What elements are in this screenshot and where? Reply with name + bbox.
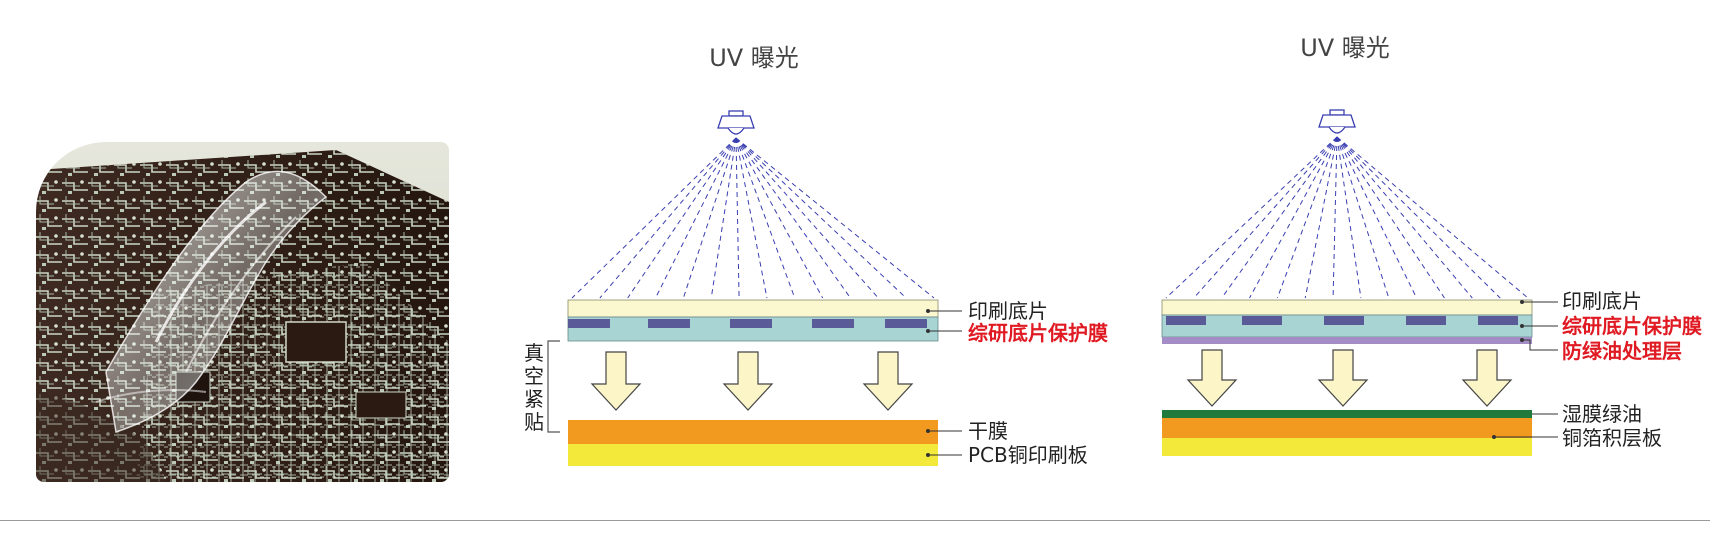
down-arrow-icon (590, 351, 642, 411)
uv-beam (735, 137, 851, 299)
uv-beam (735, 137, 879, 299)
left-down-arrows (590, 351, 914, 411)
uv-beam (1336, 136, 1445, 299)
uv-beam (1336, 136, 1501, 299)
left-layer-film (567, 299, 939, 318)
uv-beam (599, 137, 737, 299)
down-arrow-icon (1317, 349, 1369, 407)
film-pattern-block (812, 319, 854, 328)
uv-beam (735, 137, 907, 299)
left-label-dryfilm: 干膜 (968, 419, 1008, 443)
left-uv-lamp-icon (717, 110, 755, 135)
pcb-photo (36, 142, 449, 482)
right-uv-beams (1165, 136, 1529, 299)
film-pattern-block (1324, 316, 1364, 325)
left-leaders (928, 310, 962, 456)
uv-beam (1193, 136, 1338, 299)
down-arrow-icon (862, 351, 914, 411)
film-pattern-block (885, 319, 927, 328)
uv-beam (1221, 136, 1338, 299)
uv-beam (1336, 136, 1529, 299)
uv-beam (735, 137, 768, 299)
right-layer-film (1161, 299, 1533, 316)
right-label-board: 铜箔积层板 (1562, 426, 1662, 450)
film-pattern-block (730, 319, 772, 328)
left-uv-beams (571, 137, 935, 299)
right-title: UV 曝光 (1300, 34, 1390, 62)
down-arrow-icon (1461, 349, 1513, 407)
right-uv-lamp-icon (1318, 109, 1356, 134)
uv-beam (571, 137, 737, 299)
left-label-protect: 综研底片保护膜 (968, 321, 1108, 345)
uv-beam (1276, 136, 1338, 299)
film-pattern-block (1242, 316, 1282, 325)
left-label-board: PCB铜印刷板 (968, 443, 1088, 467)
right-film-pattern (1166, 316, 1518, 325)
film-pattern-block (568, 319, 610, 328)
left-leader-dots (926, 309, 930, 457)
uv-beam (655, 137, 737, 299)
vacuum-char-2: 空 (524, 364, 544, 388)
right-down-arrows (1186, 349, 1513, 407)
film-pattern-block (1406, 316, 1446, 325)
right-leaders (1494, 301, 1558, 438)
bottom-divider (0, 520, 1710, 521)
left-film-pattern (568, 319, 927, 328)
uv-beam (1336, 136, 1473, 299)
uv-beam (1336, 136, 1418, 299)
right-label-film: 印刷底片 (1562, 289, 1642, 313)
left-title: UV 曝光 (709, 44, 799, 72)
right-layer-wetfilm (1162, 410, 1532, 418)
uv-beam (627, 137, 737, 299)
left-label-film: 印刷底片 (968, 299, 1048, 323)
right-leader-dots (1492, 300, 1524, 439)
uv-beam (735, 137, 796, 299)
uv-beam (735, 137, 740, 299)
uv-beam (1304, 136, 1338, 299)
uv-beam (1336, 136, 1390, 299)
right-layer-board (1162, 438, 1532, 456)
uv-beam (735, 137, 935, 299)
right-label-wetfilm: 湿膜绿油 (1562, 402, 1642, 426)
vacuum-char-3: 紧 (524, 387, 544, 411)
uv-beam (1165, 136, 1338, 299)
vacuum-char-1: 真 (524, 341, 544, 365)
uv-beam (682, 137, 737, 299)
left-layer-dryfilm (568, 420, 938, 444)
uv-beam (735, 137, 824, 299)
vacuum-char-4: 贴 (524, 410, 544, 434)
right-label-protect: 综研底片保护膜 (1562, 314, 1702, 338)
pcb-with-plastic-film-photo (36, 142, 449, 482)
vacuum-bracket (547, 340, 560, 433)
uv-beam (1336, 136, 1362, 299)
right-label-antigreen: 防绿油处理层 (1562, 339, 1682, 363)
right-layer-antigreen (1162, 337, 1532, 344)
film-pattern-block (1478, 316, 1518, 325)
film-pattern-block (1166, 316, 1206, 325)
left-layer-board (568, 444, 938, 466)
down-arrow-icon (1186, 349, 1238, 407)
uv-beam (1249, 136, 1338, 299)
down-arrow-icon (722, 351, 774, 411)
film-pattern-block (648, 319, 690, 328)
right-layer-dryfilm (1162, 418, 1532, 438)
uv-beam (1332, 136, 1338, 299)
